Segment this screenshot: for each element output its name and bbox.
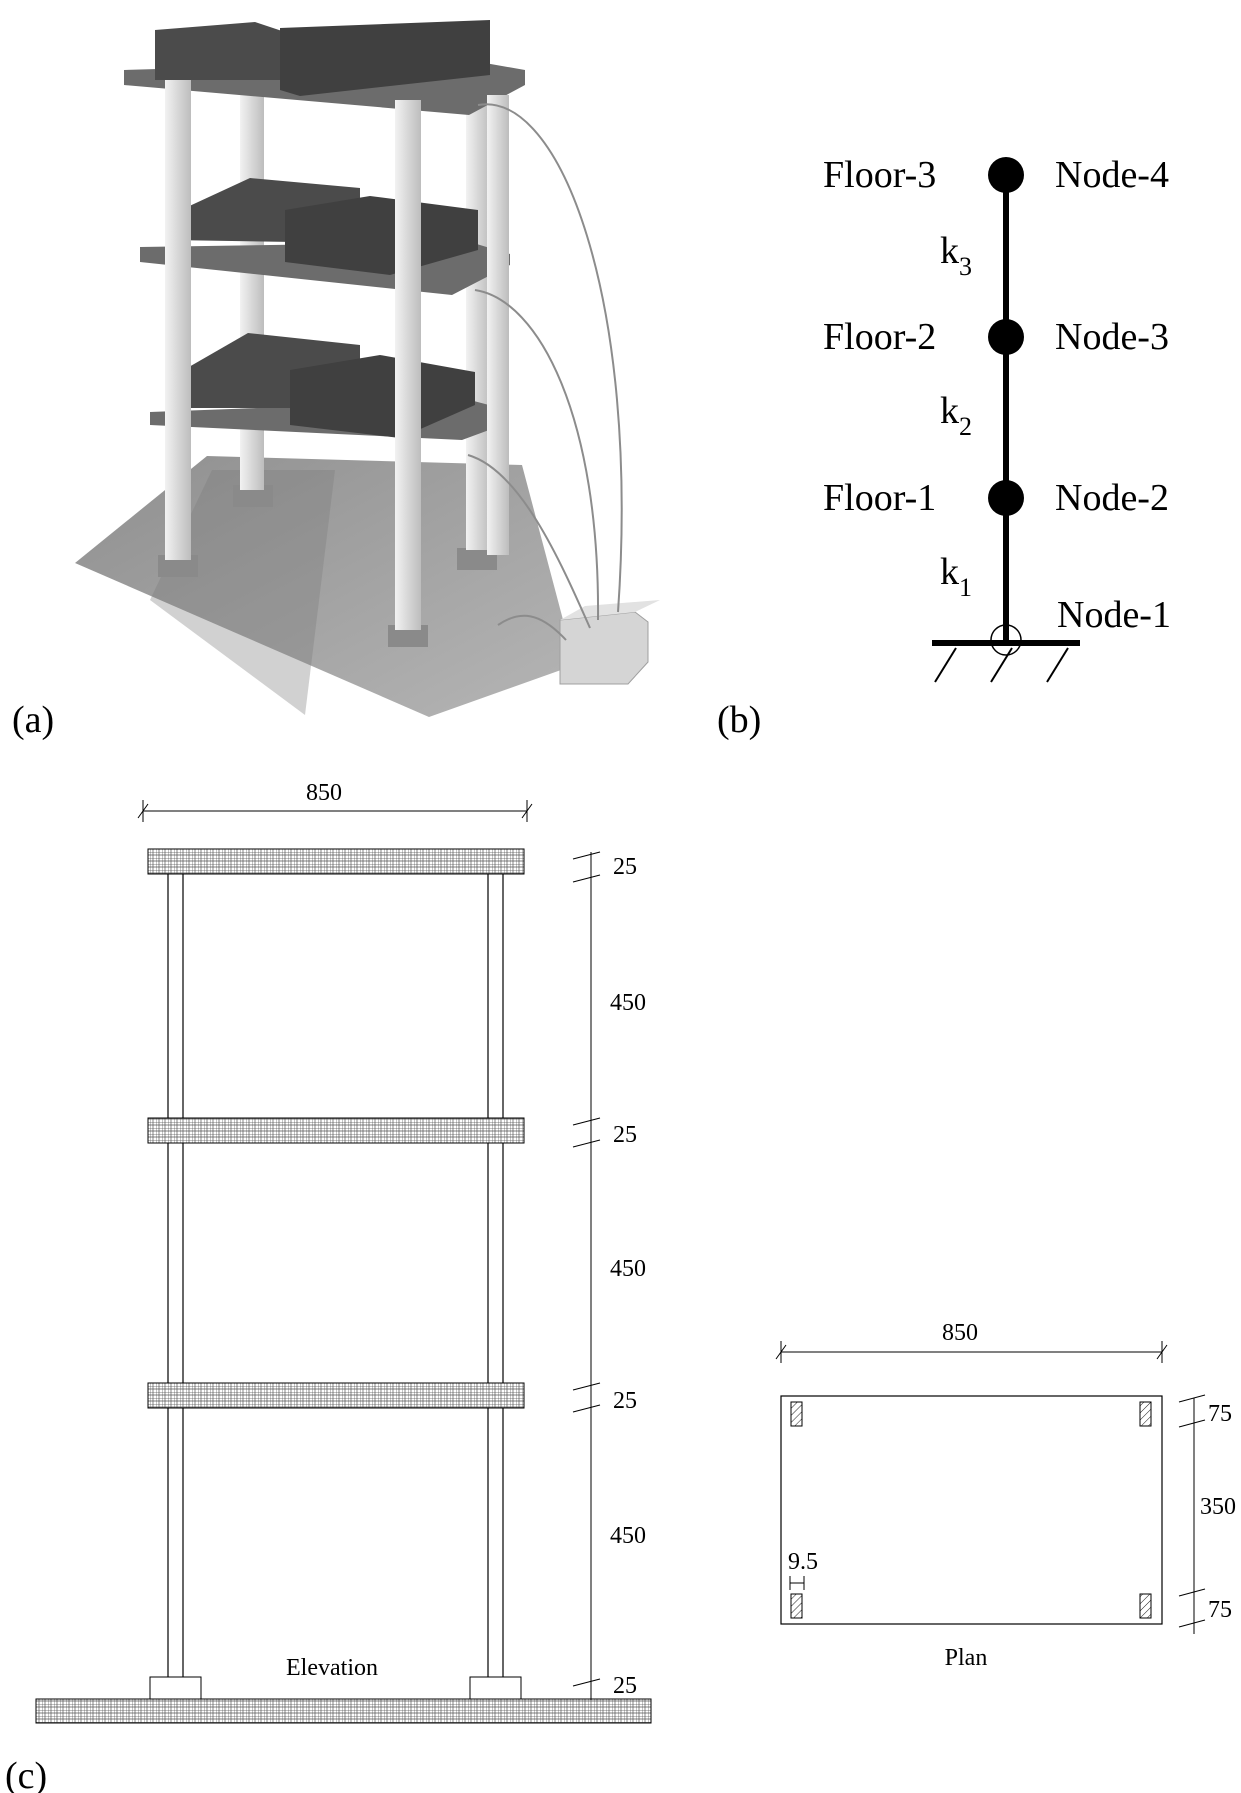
story-height-1: 450 <box>610 1523 646 1549</box>
column-base-plate <box>469 1676 522 1700</box>
mass-spring-model: Floor-3 Node-4 Floor-2 Node-3 Floor-1 No… <box>823 154 1171 683</box>
column <box>487 95 509 555</box>
column-base-plate <box>149 1676 202 1700</box>
daq-box <box>559 600 660 685</box>
elevation-height-dimension <box>572 851 601 1700</box>
node-3-label: Node-3 <box>1055 316 1169 358</box>
panel-a-label: (a) <box>12 699 54 741</box>
plan-column <box>1139 1401 1152 1427</box>
node-2-label: Node-2 <box>1055 477 1169 519</box>
plan-outline <box>780 1395 1163 1625</box>
node-4-label: Node-4 <box>1055 154 1169 196</box>
node-2-mass <box>988 480 1024 516</box>
base-slab <box>35 1698 652 1724</box>
panel-b-label: (b) <box>717 699 761 741</box>
ground-hatch <box>934 647 1069 683</box>
elevation-width-value: 850 <box>306 780 342 806</box>
sensor-cables <box>467 103 623 641</box>
plan-column <box>790 1593 803 1619</box>
mass-block <box>155 22 285 80</box>
elevation-drawing: 850 25 450 25 450 25 <box>35 780 652 1724</box>
node-3-mass <box>988 319 1024 355</box>
plan-depth-dimension <box>1178 1394 1206 1634</box>
plan-width-dimension <box>775 1341 1168 1363</box>
base-shadow <box>150 470 335 715</box>
story-height-2: 450 <box>610 1256 646 1282</box>
structure-render <box>75 20 660 717</box>
elevation-width-dimension <box>137 800 533 822</box>
column <box>165 80 191 560</box>
slab-thickness-roof: 25 <box>613 854 637 880</box>
story-height-3: 450 <box>610 990 646 1016</box>
elevation-caption: Elevation <box>286 1655 378 1681</box>
plan-caption: Plan <box>945 1645 988 1671</box>
plan-edge-top: 75 <box>1208 1401 1232 1427</box>
plan-column <box>1139 1593 1152 1619</box>
footing <box>158 555 198 577</box>
footing <box>233 485 273 507</box>
base-plate <box>75 456 575 717</box>
panel-c-label: (c) <box>5 1755 47 1793</box>
floor-2-label: Floor-2 <box>823 316 936 358</box>
footing <box>388 625 428 647</box>
plan-drawing: 850 9.5 75 350 75 Plan <box>775 1320 1236 1671</box>
slab-floor-2 <box>147 1117 525 1144</box>
slab-floor-1 <box>147 1382 525 1409</box>
spring-k1-label: k1 <box>940 551 972 602</box>
column <box>395 100 421 630</box>
plan-column <box>790 1401 803 1427</box>
column-size-value: 9.5 <box>788 1549 818 1575</box>
elevation-columns <box>167 862 504 1695</box>
floor-1-label: Floor-1 <box>823 477 936 519</box>
slab-thickness-base: 25 <box>613 1673 637 1699</box>
plan-width-value: 850 <box>942 1320 978 1346</box>
spring-k2-label: k2 <box>940 390 972 441</box>
mass-block <box>280 20 490 96</box>
plan-edge-bottom: 75 <box>1208 1597 1232 1623</box>
spring-k3-label: k3 <box>940 230 972 281</box>
slab-roof <box>147 848 525 875</box>
node-4-mass <box>988 157 1024 193</box>
slab-thickness-floor-2: 25 <box>613 1122 637 1148</box>
mass-block <box>290 355 475 438</box>
mass-block <box>285 196 478 275</box>
plan-middle-span: 350 <box>1200 1494 1236 1520</box>
floor-3-label: Floor-3 <box>823 154 936 196</box>
column <box>466 95 490 550</box>
column-size-dimension <box>789 1576 805 1590</box>
node-1-label: Node-1 <box>1057 594 1171 636</box>
slab-thickness-floor-1: 25 <box>613 1388 637 1414</box>
